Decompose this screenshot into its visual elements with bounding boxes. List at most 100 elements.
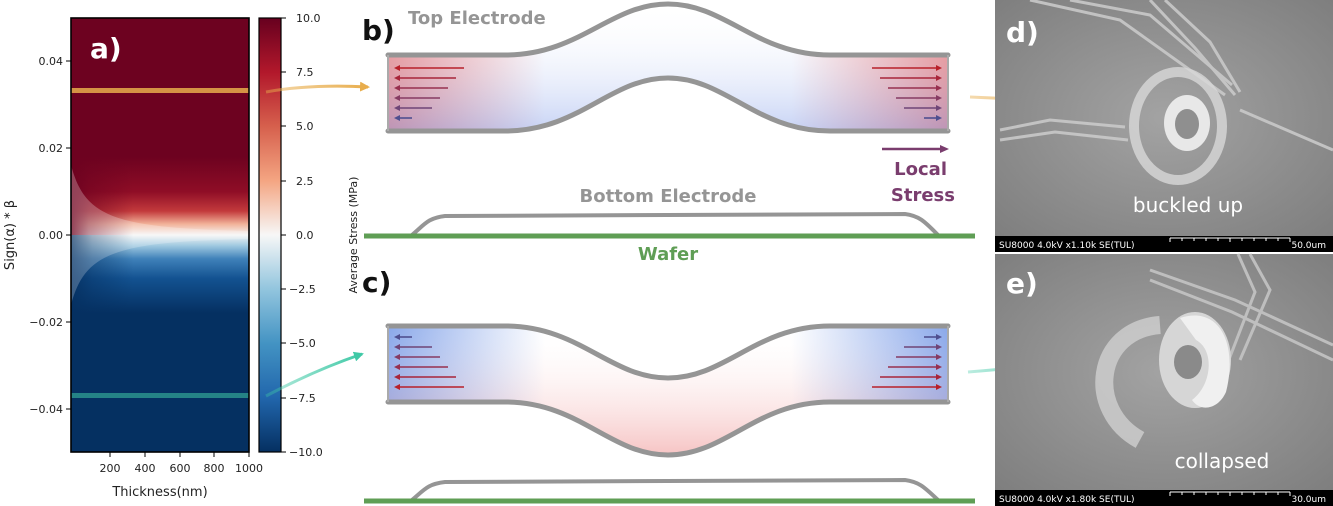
panel-label-d: d) <box>1006 16 1039 49</box>
stress-arrowhead <box>936 334 942 340</box>
sem-info-bar-e <box>995 490 1333 506</box>
heatmap-knee-blue <box>71 235 249 305</box>
stress-arrowhead <box>394 105 400 111</box>
highlight-line-lower <box>71 393 249 398</box>
stress-arrowhead <box>936 95 942 101</box>
colorbar-tick-label: 0.0 <box>296 229 314 242</box>
stress-arrowhead <box>936 384 942 390</box>
colorbar-tick-label: −7.5 <box>289 392 316 405</box>
sem-center-e <box>1174 345 1202 379</box>
sem-ring-e <box>1095 316 1162 448</box>
sem-image-d: buckled up d) SU8000 4.0kV x1.10k SE(TUL… <box>995 0 1333 252</box>
stress-arrowhead <box>394 334 400 340</box>
membrane-top-edge-c <box>385 323 951 381</box>
membrane-fill-b-shade <box>388 4 948 131</box>
local-stress-label-line2: Stress <box>891 185 955 206</box>
panel-label-a: a) <box>90 32 122 65</box>
stress-arrowhead <box>936 344 942 350</box>
stress-arrowhead <box>936 354 942 360</box>
sem-scale-d: 50.0um <box>1291 241 1326 251</box>
stress-arrowhead <box>394 85 400 91</box>
y-tick-label: 0.04 <box>39 55 64 68</box>
colorbar-label: Average Stress (MPa) <box>347 177 360 294</box>
sem-traces-e <box>1149 253 1333 363</box>
stress-arrowhead <box>394 75 400 81</box>
membrane-fill-c-shade <box>388 326 948 455</box>
colorbar-tick-label: 2.5 <box>296 175 314 188</box>
wafer-label: Wafer <box>638 244 698 265</box>
local-stress-legend-arrowhead <box>940 145 949 153</box>
stress-arrowhead <box>936 115 942 121</box>
sem-scalebar-d <box>1169 237 1291 242</box>
stress-arrowhead <box>394 374 400 380</box>
sem-image-e: collapsed e) SU8000 4.0kV x1.80k SE(TUL)… <box>995 253 1333 506</box>
heatmap-thin-region-red <box>71 18 249 235</box>
sem-flake-e <box>1180 315 1230 408</box>
y-tick-label: 0.00 <box>39 229 64 242</box>
top-electrode-label: Top Electrode <box>408 8 546 29</box>
stress-arrowhead <box>936 105 942 111</box>
colorbar: 10.0 7.5 5.0 2.5 0.0 −2.5 −5.0 −7.5 −10.… <box>258 12 360 459</box>
colorbar-tick-label: −10.0 <box>289 446 323 459</box>
stress-arrowhead <box>394 65 400 71</box>
heatmap-y-axis: 0.04 0.02 0.00 −0.02 −0.04 <box>29 55 71 416</box>
sem-caption-d: buckled up <box>1133 193 1243 217</box>
sem-info-e: SU8000 4.0kV x1.80k SE(TUL) <box>999 495 1135 505</box>
stress-arrows-b <box>394 65 942 121</box>
colorbar-tick-label: 10.0 <box>296 12 321 25</box>
colorbar-tick-label: 5.0 <box>296 120 314 133</box>
stress-arrowhead <box>394 95 400 101</box>
stress-arrowhead <box>936 85 942 91</box>
membrane-bottom-edge-b <box>385 75 951 134</box>
stress-arrowhead <box>394 344 400 350</box>
panel-label-b: b) <box>362 14 395 47</box>
colorbar-gradient <box>258 17 282 453</box>
stress-arrows-c <box>394 334 942 390</box>
x-tick-label: 400 <box>135 462 156 475</box>
membrane-top-edge-b <box>385 1 951 58</box>
stress-arrowhead <box>936 374 942 380</box>
sem-ring-d <box>1129 67 1227 185</box>
sem-scalebar-e <box>1169 491 1291 496</box>
bottom-electrode-label: Bottom Electrode <box>580 186 757 207</box>
colorbar-tick-label: 7.5 <box>296 66 314 79</box>
substrate-upper: Bottom Electrode Wafer <box>364 186 975 265</box>
membrane-bottom-edge-c <box>385 399 951 458</box>
heatmap-x-axis: 200 400 600 800 1000 <box>100 452 263 475</box>
panel-label-c: c) <box>362 266 391 299</box>
bottom-electrode-upper <box>410 211 940 237</box>
x-tick-label: 800 <box>204 462 225 475</box>
local-stress-label-line1: Local <box>894 159 947 180</box>
diagram-collapsed: c) <box>362 266 951 458</box>
connector-arrow-upper <box>265 81 370 94</box>
sem-caption-e: collapsed <box>1175 449 1270 473</box>
y-tick-label: −0.02 <box>29 316 63 329</box>
sem-dome-center-d <box>1175 109 1199 139</box>
sem-traces-d <box>999 0 1333 152</box>
x-tick-label: 600 <box>170 462 191 475</box>
heatmap-thin-region-blue <box>71 235 249 452</box>
sem-scale-e: 30.0um <box>1291 495 1326 505</box>
stress-arrowhead <box>394 364 400 370</box>
sem-info-d: SU8000 4.0kV x1.10k SE(TUL) <box>999 241 1135 251</box>
colorbar-ticks: 10.0 7.5 5.0 2.5 0.0 −2.5 −5.0 −7.5 −10.… <box>281 12 323 459</box>
heatmap-panel: a) 0.04 0.02 0.00 −0.02 −0.04 Sign(α) * … <box>3 17 263 500</box>
sem-background-d <box>995 0 1333 236</box>
heatmap-y-label: Sign(α) * β <box>3 200 18 270</box>
y-tick-label: −0.04 <box>29 403 63 416</box>
connector-arrow-lower <box>265 351 364 398</box>
stress-arrowhead <box>394 354 400 360</box>
heatmap-x-label: Thickness(nm) <box>111 485 207 500</box>
y-tick-label: 0.02 <box>39 142 64 155</box>
x-tick-label: 200 <box>100 462 121 475</box>
panel-label-e: e) <box>1006 267 1038 300</box>
substrate-lower <box>364 477 975 504</box>
heatmap-knee-red <box>71 165 249 235</box>
colorbar-tick-label: −5.0 <box>289 337 316 350</box>
x-tick-label: 1000 <box>235 462 263 475</box>
stress-arrowhead <box>394 115 400 121</box>
stress-arrowhead <box>936 65 942 71</box>
colorbar-tick-label: −2.5 <box>289 283 316 296</box>
